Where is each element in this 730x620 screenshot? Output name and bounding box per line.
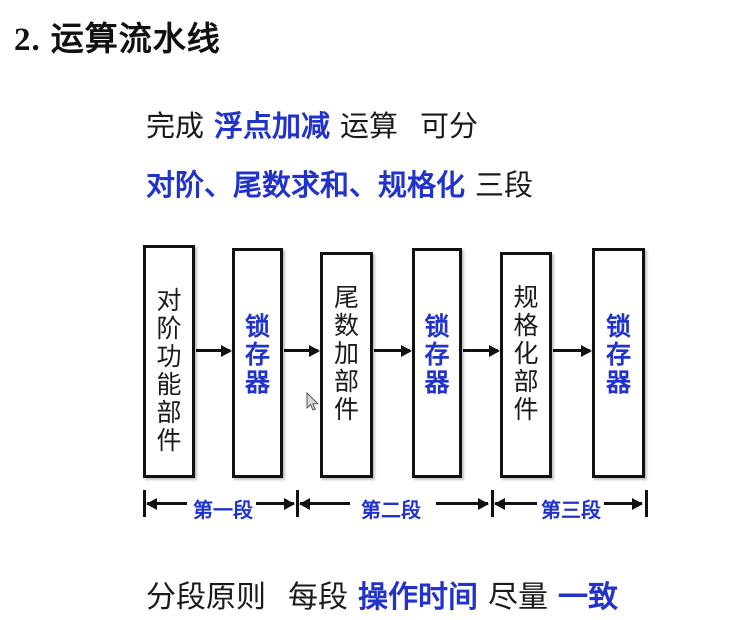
pipeline-box-stage-2[interactable]: 尾数加部件: [320, 252, 373, 478]
pipeline-arrow-3: [374, 344, 412, 357]
vertical-char: 器: [605, 370, 631, 397]
mouse-pointer-icon: [306, 391, 320, 412]
vertical-char: 锁: [424, 314, 450, 341]
body-line-1: 完成浮点加减运算可分: [146, 103, 478, 145]
vertical-char: 存: [605, 342, 631, 369]
vertical-char: 尾: [333, 285, 359, 312]
segment-2-line-right: [436, 497, 489, 510]
line2-part-2: 三段: [475, 170, 534, 202]
segment-1-label: 第一段: [193, 500, 253, 522]
vertical-char: 件: [333, 397, 359, 424]
vertical-char: 数: [333, 313, 359, 340]
pipeline-box-latch-3[interactable]: 锁存器: [592, 248, 645, 478]
vertical-char: 格: [513, 313, 539, 340]
title-text: 运算流水线: [50, 22, 221, 58]
vertical-char: 阶: [156, 316, 182, 343]
segment-tick-end: [645, 490, 648, 517]
bottom-part-5-highlight: 一致: [558, 581, 618, 614]
pipeline-box-latch-3-label: 锁存器: [595, 314, 642, 398]
vertical-char: 件: [156, 428, 182, 455]
vertical-char: 件: [513, 397, 539, 424]
vertical-char: 部: [156, 400, 182, 427]
vertical-char: 化: [513, 341, 539, 368]
vertical-char: 锁: [244, 314, 270, 341]
segment-2-label: 第二段: [361, 500, 421, 522]
pipeline-arrow-1: [196, 344, 232, 357]
body-line-2: 对阶、尾数求和、规格化三段: [146, 162, 533, 204]
segment-2-line-left: [299, 497, 350, 510]
segment-3-line-left: [494, 497, 537, 510]
vertical-char: 对: [156, 288, 182, 315]
pipeline-arrow-5: [553, 344, 592, 357]
vertical-char: 器: [244, 370, 270, 397]
vertical-char: 锁: [605, 314, 631, 341]
segment-tick-2: [491, 490, 494, 517]
segment-1-line-right: [256, 497, 295, 510]
pipeline-box-stage-3-label: 规格化部件: [503, 285, 549, 425]
pipeline-box-stage-1-label: 对阶功能部件: [146, 288, 192, 456]
pipeline-box-latch-2[interactable]: 锁存器: [412, 248, 462, 478]
pipeline-arrow-4: [463, 344, 500, 357]
pipeline-box-stage-3[interactable]: 规格化部件: [500, 252, 552, 478]
pipeline-arrow-2: [284, 344, 320, 357]
vertical-char: 存: [424, 342, 450, 369]
vertical-char: 加: [333, 341, 359, 368]
body-line-bottom: 分段原则每段操作时间尽量一致: [146, 572, 618, 616]
bottom-part-1: 分段原则: [146, 581, 266, 614]
line1-part-2-highlight: 浮点加减: [214, 111, 331, 143]
segment-1-line-left: [146, 497, 187, 510]
pipeline-box-latch-2-label: 锁存器: [415, 314, 459, 398]
vertical-char: 部: [513, 369, 539, 396]
line1-part-4: 可分: [420, 111, 479, 143]
vertical-char: 存: [244, 342, 270, 369]
vertical-char: 器: [424, 370, 450, 397]
vertical-char: 功: [156, 344, 182, 371]
segment-3-line-right: [604, 497, 643, 510]
vertical-char: 部: [333, 369, 359, 396]
page-title: 2.运算流水线: [14, 12, 221, 60]
segment-tick-1: [296, 490, 299, 517]
segment-tick-start: [143, 490, 146, 517]
pipeline-box-latch-1-label: 锁存器: [235, 314, 280, 398]
bottom-part-3-highlight: 操作时间: [358, 581, 478, 614]
vertical-char: 规: [513, 285, 539, 312]
pipeline-box-latch-1[interactable]: 锁存器: [232, 248, 283, 478]
title-number: 2.: [14, 22, 41, 58]
segment-3-label: 第三段: [541, 500, 601, 522]
vertical-char: 能: [156, 372, 182, 399]
pipeline-box-stage-1[interactable]: 对阶功能部件: [143, 245, 195, 478]
line2-part-1-highlight: 对阶、尾数求和、规格化: [146, 170, 466, 202]
bottom-part-2: 每段: [288, 581, 348, 614]
line1-part-1: 完成: [146, 111, 205, 143]
line1-part-3: 运算: [340, 111, 399, 143]
bottom-part-4: 尽量: [488, 581, 548, 614]
pipeline-box-stage-2-label: 尾数加部件: [323, 285, 370, 425]
